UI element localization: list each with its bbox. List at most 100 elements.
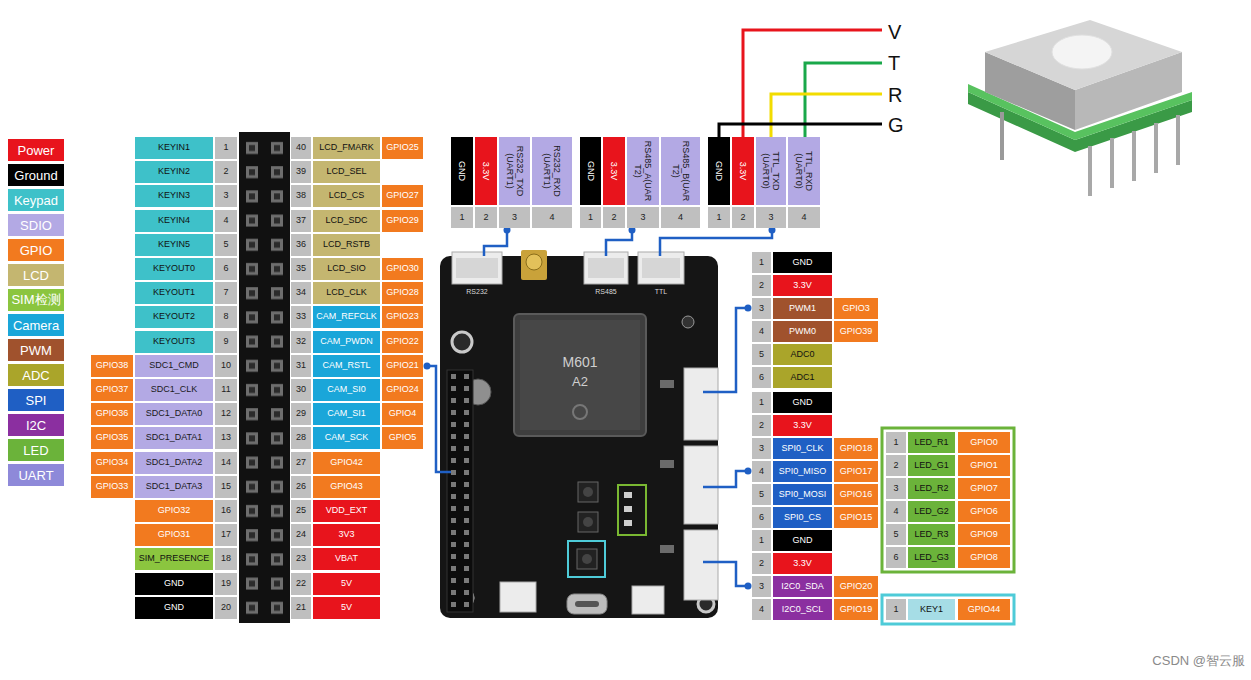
pin-function: SIM_PRESENCE bbox=[139, 554, 210, 564]
legend-swatch: PWM bbox=[8, 339, 64, 361]
usb-c-port bbox=[567, 594, 607, 614]
pin-number-cell: 21 bbox=[291, 597, 311, 619]
gpio-label: GPIO0 bbox=[970, 438, 998, 448]
sensor-housing bbox=[985, 20, 1182, 90]
pin-number: 38 bbox=[296, 191, 306, 201]
legend-text: SIM检测 bbox=[11, 291, 60, 309]
wire-label-cell: R bbox=[888, 82, 914, 108]
gpio-label-cell: GPIO16 bbox=[834, 484, 878, 505]
pin-function-cell: ADC1 bbox=[773, 367, 832, 388]
wire-vcc bbox=[743, 30, 882, 137]
pin-number-cell: 31 bbox=[291, 355, 311, 377]
pin-function: GPIO31 bbox=[158, 530, 191, 540]
connector-pin-function: 3.3V bbox=[481, 140, 491, 202]
pin-number: 1 bbox=[893, 605, 898, 615]
pin-function-cell: GPIO32 bbox=[135, 500, 213, 522]
leader-dot bbox=[745, 468, 752, 475]
sensor-pin bbox=[1088, 146, 1092, 196]
pin-function: SPI0_MOSI bbox=[779, 490, 827, 500]
gpio-label: GPIO22 bbox=[386, 337, 419, 347]
pin-function-cell: GND bbox=[135, 597, 213, 619]
pin-number: 15 bbox=[221, 482, 231, 492]
pin-function-cell: KEYIN4 bbox=[135, 210, 213, 232]
pin-function-cell: GND bbox=[773, 392, 832, 413]
silkscreen-label: RS485 bbox=[595, 288, 616, 296]
pin-function: GND bbox=[793, 258, 813, 268]
gpio-label: GPIO15 bbox=[840, 513, 873, 523]
pin-number-cell: 4 bbox=[215, 210, 237, 232]
connector-pin-function: GND bbox=[457, 140, 467, 202]
pin-function: KEYIN2 bbox=[158, 167, 190, 177]
pin-number-cell: 10 bbox=[215, 355, 237, 377]
pin-number: 8 bbox=[223, 312, 228, 322]
module-logo bbox=[573, 405, 587, 419]
pin-number-cell: 19 bbox=[215, 573, 237, 595]
pin-function-cell: GND bbox=[773, 252, 832, 273]
leader-line bbox=[606, 230, 632, 256]
pin-function: LED_R1 bbox=[914, 438, 948, 448]
pin-function: SDC1_CMD bbox=[149, 361, 199, 371]
pin-number-cell: 2 bbox=[732, 207, 754, 228]
pin-number-cell: 4 bbox=[661, 207, 700, 228]
pin-number-cell: 2 bbox=[752, 275, 771, 296]
pin-number: 4 bbox=[549, 213, 554, 223]
pin-function-cell: KEYIN5 bbox=[135, 234, 213, 256]
pin-function: KEYOUT3 bbox=[153, 337, 195, 347]
pin-number-cell: 1 bbox=[708, 207, 730, 228]
pin-function: I2C0_SDA bbox=[781, 582, 824, 592]
legend-swatch: GPIO bbox=[8, 239, 64, 261]
pin-number-cell: 25 bbox=[291, 500, 311, 522]
pin-number-cell: 23 bbox=[291, 548, 311, 570]
push-button bbox=[582, 554, 592, 564]
pin-function-cell: 3.3V bbox=[773, 415, 832, 436]
gpio-label: GPIO34 bbox=[96, 458, 129, 468]
gpio-label: GPIO4 bbox=[389, 409, 417, 419]
pin-function: CAM_PWDN bbox=[320, 337, 373, 347]
gpio-label-cell: GPIO21 bbox=[382, 355, 423, 377]
legend-swatch: ADC bbox=[8, 364, 64, 386]
pin-function: VDD_EXT bbox=[326, 506, 368, 516]
gpio-label-cell: GPIO1 bbox=[958, 455, 1010, 476]
gpio-label: GPIO3 bbox=[842, 304, 870, 314]
gpio-label-cell: GPIO19 bbox=[834, 599, 878, 620]
pin-function-cell: 3.3V bbox=[773, 275, 832, 296]
pin-function-cell: SPI0_CS bbox=[773, 507, 832, 528]
silkscreen-label-cell: RS485 bbox=[585, 287, 627, 297]
pin-function-cell: 5V bbox=[313, 573, 380, 595]
mount-hole bbox=[682, 316, 694, 328]
gpio-label: GPIO38 bbox=[96, 361, 129, 371]
pin-number: 2 bbox=[223, 167, 228, 177]
leader-dots bbox=[424, 227, 776, 590]
pin-number-cell: 3 bbox=[886, 478, 906, 499]
pin-number-cell: 8 bbox=[215, 306, 237, 328]
pin-function-cell: LCD_SDC bbox=[313, 210, 380, 232]
pin-function: LCD_SEL bbox=[326, 167, 366, 177]
pin-number: 21 bbox=[296, 603, 306, 613]
legend-swatch: SPI bbox=[8, 389, 64, 411]
jst-connector bbox=[684, 530, 718, 600]
dev-board bbox=[440, 250, 718, 618]
pin-function: LED_G2 bbox=[914, 507, 949, 517]
legend-swatch: LCD bbox=[8, 264, 64, 286]
pin-number: 4 bbox=[759, 327, 764, 337]
pin-number: 24 bbox=[296, 530, 306, 540]
pin-number: 2 bbox=[483, 213, 488, 223]
pin-function: I2C0_SCL bbox=[782, 605, 824, 615]
leader-line bbox=[427, 366, 451, 472]
pin-function: KEYIN5 bbox=[158, 240, 190, 250]
pin-number-cell: 5 bbox=[886, 524, 906, 545]
pin-number-cell: 2 bbox=[215, 161, 237, 183]
pin-function-cell: GPIO42 bbox=[313, 452, 380, 474]
pin-number: 33 bbox=[296, 312, 306, 322]
led bbox=[624, 520, 632, 526]
pin-number-cell: 36 bbox=[291, 234, 311, 256]
pin-number: 35 bbox=[296, 264, 306, 274]
pin-number: 2 bbox=[893, 461, 898, 471]
pin-number: 20 bbox=[221, 603, 231, 613]
led bbox=[624, 506, 632, 512]
pin-function: 3.3V bbox=[793, 421, 812, 431]
sma-antenna bbox=[526, 254, 542, 270]
gpio-label-cell: GPIO23 bbox=[382, 306, 423, 328]
pin-number-cell: 17 bbox=[215, 524, 237, 546]
legend-text: Ground bbox=[14, 168, 57, 183]
